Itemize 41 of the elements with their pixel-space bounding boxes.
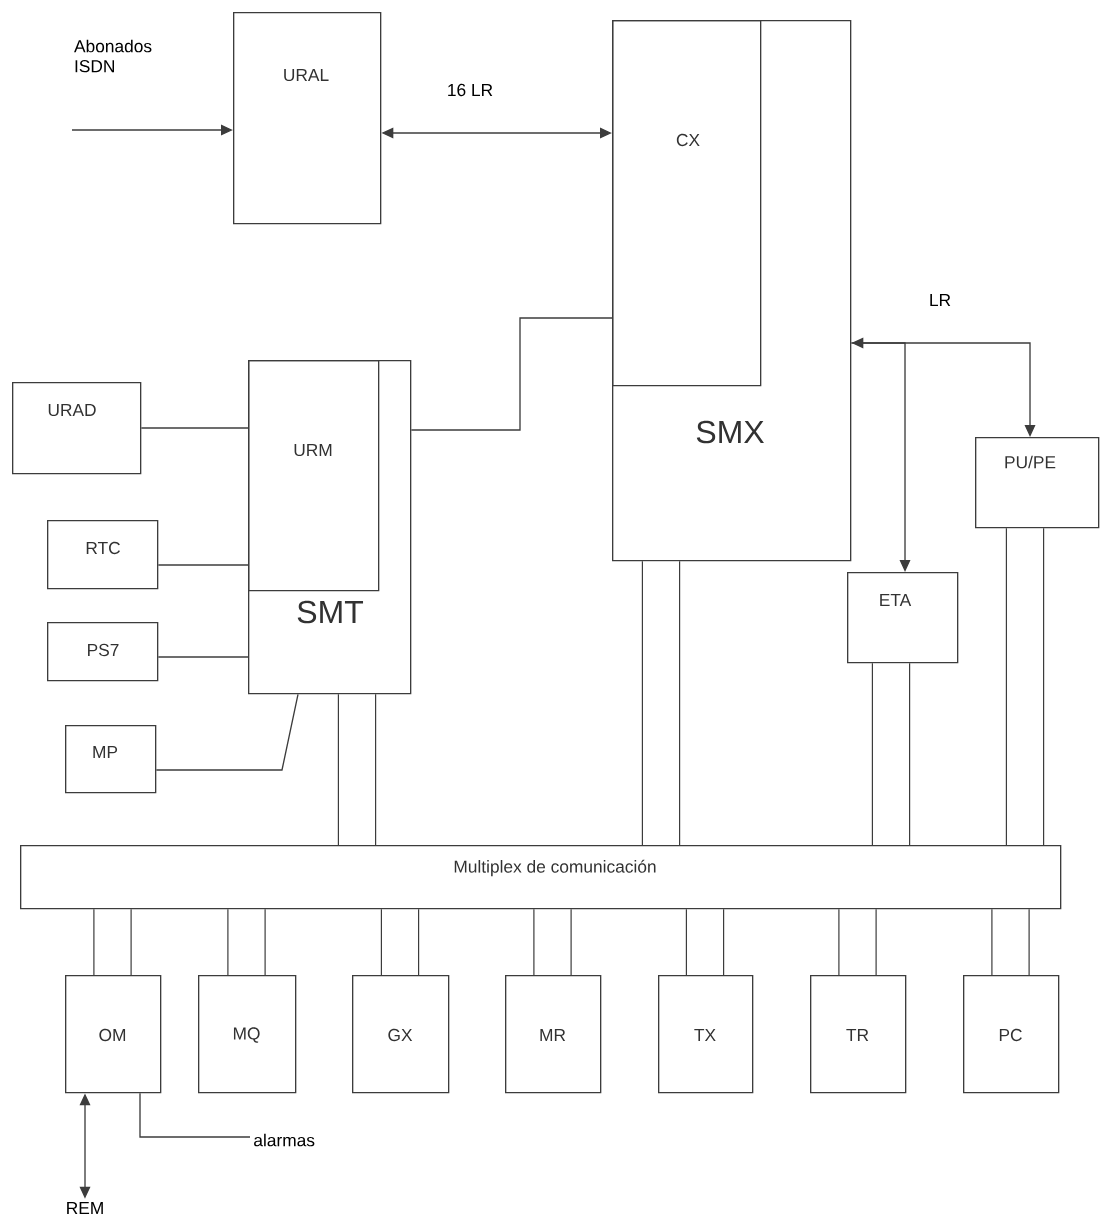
unit-box: MQ: [198, 975, 297, 1094]
unit-box: ETA: [847, 572, 959, 664]
unit-box: URM: [248, 360, 380, 592]
output-label: alarmas: [254, 1133, 315, 1147]
unit-box: PC: [963, 975, 1060, 1094]
bus-channel: [93, 909, 132, 975]
arrow: [850, 342, 1036, 437]
edge-label: LR: [926, 291, 954, 309]
bus-band: Multiplex de comunicación: [20, 845, 1062, 910]
output-label: REM: [67, 1202, 103, 1214]
connector-line: [157, 564, 249, 566]
unit-box: PS7: [47, 622, 159, 682]
unit-box: CX: [612, 20, 762, 387]
bus-channel: [871, 663, 911, 845]
bus-channel: [337, 694, 377, 845]
unit-box: URAD: [12, 382, 142, 475]
arrow: [71, 124, 233, 136]
unit-box: TR: [810, 975, 907, 1094]
unit-box: PU/PE: [975, 437, 1100, 529]
input-label: Abonados ISDN: [74, 39, 152, 73]
unit-box: TX: [658, 975, 754, 1094]
edge-label: 16 LR: [444, 81, 496, 99]
bus-channel: [991, 909, 1030, 975]
connector-line: [155, 693, 299, 771]
bus-channel: [838, 909, 877, 975]
bus-channel: [533, 909, 572, 975]
connector-line: [139, 1092, 251, 1138]
bus-channel: [685, 909, 725, 975]
unit-box: MR: [505, 975, 602, 1094]
bus-channel: [227, 909, 266, 975]
unit-box: RTC: [47, 520, 159, 590]
bus-channel: [380, 909, 420, 975]
unit-box: GX: [352, 975, 450, 1094]
connector-line: [157, 656, 249, 658]
unit-box: MP: [65, 725, 157, 794]
bus-channel: [641, 561, 681, 845]
connector-line: [410, 317, 613, 431]
unit-box: URAL: [233, 12, 382, 225]
connector-line: [140, 427, 249, 429]
bus-channel: [1005, 528, 1045, 845]
unit-box: OM: [65, 975, 162, 1094]
